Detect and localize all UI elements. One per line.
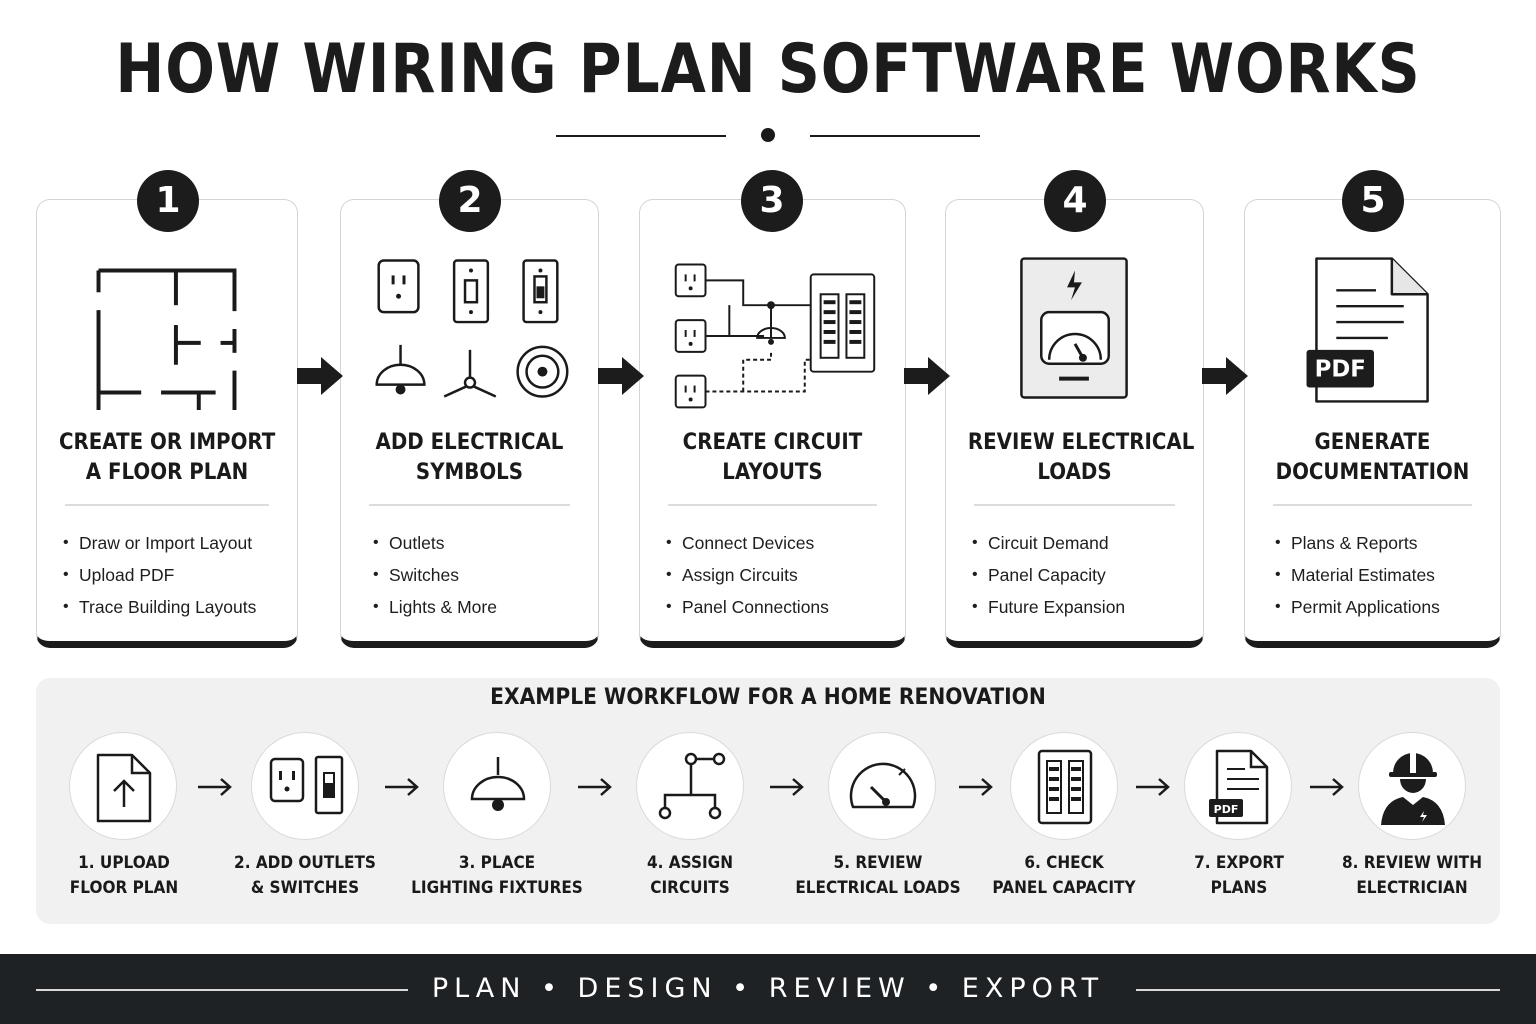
breaker-panel-icon (1037, 749, 1093, 825)
gauge-icon (849, 762, 917, 809)
pdf-label: PDF (1315, 357, 1366, 383)
list-item: Circuit Demand (972, 527, 1125, 559)
page-title: HOW WIRING PLAN SOFTWARE WORKS (115, 30, 1421, 109)
step-bullets: Circuit Demand Panel Capacity Future Exp… (972, 527, 1125, 623)
outlet-switch-icon (269, 755, 344, 815)
list-item: Plans & Reports (1275, 527, 1440, 559)
step-number-badge: 5 (1342, 170, 1404, 232)
step-bullets: Plans & Reports Material Estimates Permi… (1275, 527, 1440, 623)
list-item: Connect Devices (666, 527, 829, 559)
arrow-right-icon (1136, 778, 1170, 796)
upload-file-icon (96, 753, 152, 823)
pdf-document-icon: PDF (1306, 257, 1429, 403)
step-number-badge: 1 (137, 170, 199, 232)
step-bullets: Draw or Import Layout Upload PDF Trace B… (63, 527, 256, 623)
list-item: Outlets (373, 527, 497, 559)
workflow-step-4 (636, 732, 744, 840)
arrow-right-icon (598, 357, 644, 395)
list-item: Draw or Import Layout (63, 527, 256, 559)
list-item: Material Estimates (1275, 559, 1440, 591)
workflow-step-6 (1010, 732, 1118, 840)
step-bullets: Connect Devices Assign Circuits Panel Co… (666, 527, 829, 623)
arrow-right-icon (959, 778, 993, 796)
pendant-light-icon (470, 757, 526, 811)
footer-tagline: PLAN • DESIGN • REVIEW • EXPORT (431, 973, 1105, 1004)
workflow-step-3 (443, 732, 551, 840)
load-meter-icon (1020, 257, 1128, 399)
electrician-icon (1381, 753, 1445, 825)
workflow-step-1 (69, 732, 177, 840)
arrow-right-icon (297, 357, 343, 395)
step-bullets: Outlets Switches Lights & More (373, 527, 497, 623)
arrow-right-icon (198, 778, 232, 796)
pdf-label: PDF (1214, 803, 1239, 816)
arrow-right-icon (770, 778, 804, 796)
step-number-badge: 4 (1044, 170, 1106, 232)
workflow-label-2: 2. ADD OUTLETS& SWITCHES (234, 853, 376, 898)
circuit-layout-icon (674, 263, 876, 409)
workflow-step-7: PDF (1184, 732, 1292, 840)
list-item: Panel Capacity (972, 559, 1125, 591)
list-item: Lights & More (373, 591, 497, 623)
title-divider (556, 128, 980, 142)
list-item: Panel Connections (666, 591, 829, 623)
workflow-step-5 (828, 732, 936, 840)
electrical-symbols-icon (375, 259, 569, 398)
circuit-nodes-icon (658, 752, 726, 820)
list-item: Assign Circuits (666, 559, 829, 591)
list-item: Permit Applications (1275, 591, 1440, 623)
arrow-right-icon (385, 778, 419, 796)
step-number-badge: 2 (439, 170, 501, 232)
workflow-step-2 (251, 732, 359, 840)
step-number-badge: 3 (741, 170, 803, 232)
list-item: Switches (373, 559, 497, 591)
arrow-right-icon (1310, 778, 1344, 796)
list-item: Trace Building Layouts (63, 591, 256, 623)
workflow-step-8 (1358, 732, 1466, 840)
footer-bar (0, 954, 1536, 1024)
pdf-export-icon: PDF (1209, 749, 1269, 825)
arrow-right-icon (1202, 357, 1248, 395)
arrow-right-icon (904, 357, 950, 395)
workflow-title: EXAMPLE WORKFLOW FOR A HOME RENOVATION (490, 685, 1046, 710)
arrow-right-icon (578, 778, 612, 796)
list-item: Upload PDF (63, 559, 256, 591)
list-item: Future Expansion (972, 591, 1125, 623)
floor-plan-icon (96, 268, 237, 410)
